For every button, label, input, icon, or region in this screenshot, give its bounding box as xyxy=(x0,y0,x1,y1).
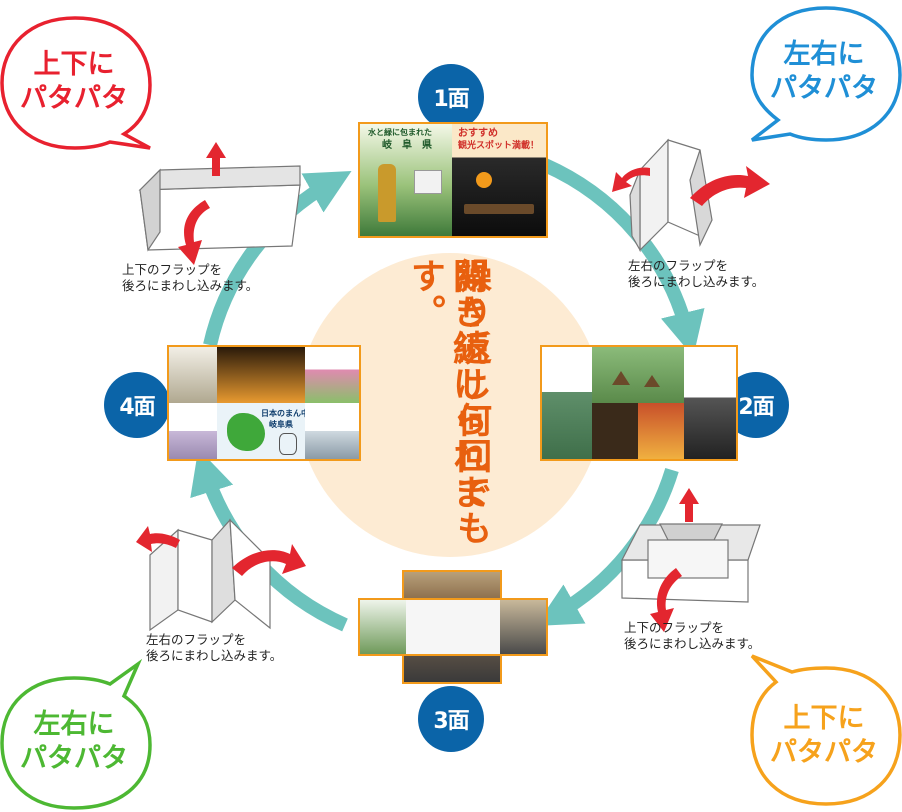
arrow-up-bottom-right xyxy=(679,488,699,522)
face-1-right-title: 観光スポット満載！ xyxy=(458,141,540,151)
bubble-text-bottom-right: 上下に パタパタ xyxy=(770,702,878,770)
bubble-line: 上下に xyxy=(33,49,115,80)
arrow-right-top-right xyxy=(690,166,770,206)
face-2-left-panel xyxy=(542,347,592,459)
caption-top-right: 左右のフラップを 後ろにまわし込みます。 xyxy=(628,258,764,290)
face-1-left-heading: 水と緑に包まれた xyxy=(368,128,432,137)
japan-outline-shape xyxy=(279,433,297,455)
face-1-right-panel: おすすめ 観光スポット満載！ xyxy=(452,124,546,236)
map-label-line-1: 日本のまん中 xyxy=(261,409,305,418)
arrow-left-top-right xyxy=(612,167,650,192)
face-2-lower-panel-1 xyxy=(592,403,638,459)
arrow-down-bottom-right xyxy=(650,568,682,632)
bubble-bottom-left xyxy=(0,658,152,810)
caption-line: 左右のフラップを xyxy=(146,632,247,647)
fire-shape xyxy=(476,172,492,188)
face-3-card-horizontal xyxy=(358,598,548,656)
face-4-panel-6 xyxy=(305,403,359,459)
flap-arrows xyxy=(136,142,770,632)
face-4-card: 日本のまん中 岐阜県 xyxy=(167,345,361,461)
center-title-line-2: 開き続けられます。 xyxy=(405,258,487,510)
arrow-right-bottom-left xyxy=(232,544,306,576)
face-4-panel-4 xyxy=(169,403,217,459)
boat-shape xyxy=(464,204,534,214)
house-shape xyxy=(612,371,630,385)
caption-line: 上下のフラップを xyxy=(122,262,223,277)
face-badge-4: 4面 xyxy=(104,372,170,438)
house-shape xyxy=(644,375,660,387)
caption-bottom-right: 上下のフラップを 後ろにまわし込みます。 xyxy=(624,620,760,652)
caption-line: 後ろにまわし込みます。 xyxy=(628,274,765,289)
arrow-down-top-left xyxy=(178,200,210,265)
face-4-panel-3 xyxy=(305,347,359,403)
caption-top-left: 上下のフラップを 後ろにまわし込みます。 xyxy=(122,262,258,294)
face-1-left-title: 岐 阜 県 xyxy=(382,140,432,151)
bubble-line: 左右に xyxy=(33,709,115,740)
face-4-panel-2 xyxy=(217,347,305,403)
bubble-text-top-right: 左右に パタパタ xyxy=(770,38,878,106)
bubble-text-bottom-left: 左右に パタパタ xyxy=(20,708,128,776)
face-badge-3: 3面 xyxy=(418,686,484,752)
folded-sheet-top-left xyxy=(138,165,301,252)
face-1-card: 水と緑に包まれた 岐 阜 県 おすすめ 観光スポット満載！ xyxy=(358,122,548,238)
face-2-right-panel xyxy=(684,347,736,459)
caption-bottom-left: 左右のフラップを 後ろにまわし込みます。 xyxy=(146,632,282,664)
bubble-bottom-right xyxy=(750,654,902,806)
bubble-line: パタパタ xyxy=(770,737,878,768)
bubble-top-right xyxy=(750,6,902,142)
caption-line: 後ろにまわし込みます。 xyxy=(624,636,761,651)
face-3-right-panel xyxy=(500,600,546,654)
face-badge-1: 1面 xyxy=(418,64,484,130)
folded-sheet-bottom-right xyxy=(621,523,761,603)
face-3-center-panel xyxy=(406,600,500,654)
bubble-top-left xyxy=(0,16,152,150)
face-4-map-panel: 日本のまん中 岐阜県 xyxy=(217,403,305,459)
caption-line: 左右のフラップを xyxy=(628,258,729,273)
center-disc xyxy=(298,253,602,557)
face-2-village-panel xyxy=(592,347,684,403)
gifu-map-shape xyxy=(227,413,265,451)
ring-arrow-4-to-1 xyxy=(203,170,352,347)
bubble-line: パタパタ xyxy=(770,73,878,104)
caption-line: 上下のフラップを xyxy=(624,620,725,635)
bubble-line: 左右に xyxy=(783,39,865,70)
statue-shape xyxy=(378,164,396,222)
face-1-right-heading: おすすめ xyxy=(458,128,498,139)
arrow-left-bottom-left xyxy=(136,526,180,552)
face-3-left-panel xyxy=(360,600,406,654)
caption-line: 後ろにまわし込みます。 xyxy=(146,648,283,663)
bubble-line: 上下に xyxy=(783,703,865,734)
bubble-line: パタパタ xyxy=(20,83,128,114)
castle-shape xyxy=(414,170,442,194)
face-2-card xyxy=(540,345,738,461)
map-label-line-2: 岐阜県 xyxy=(269,420,293,429)
bubble-text-top-left: 上下に パタパタ xyxy=(20,48,128,116)
caption-line: 後ろにまわし込みます。 xyxy=(122,278,259,293)
face-2-lower-panel-2 xyxy=(638,403,684,459)
folded-sheet-bottom-left xyxy=(149,518,271,632)
face-1-left-panel: 水と緑に包まれた 岐 阜 県 xyxy=(360,124,452,236)
center-title-line-1: 繰り返し何回でも xyxy=(451,258,491,546)
face-4-panel-1 xyxy=(169,347,217,403)
arrow-up-top-left xyxy=(206,142,226,176)
bubble-line: パタパタ xyxy=(20,743,128,774)
